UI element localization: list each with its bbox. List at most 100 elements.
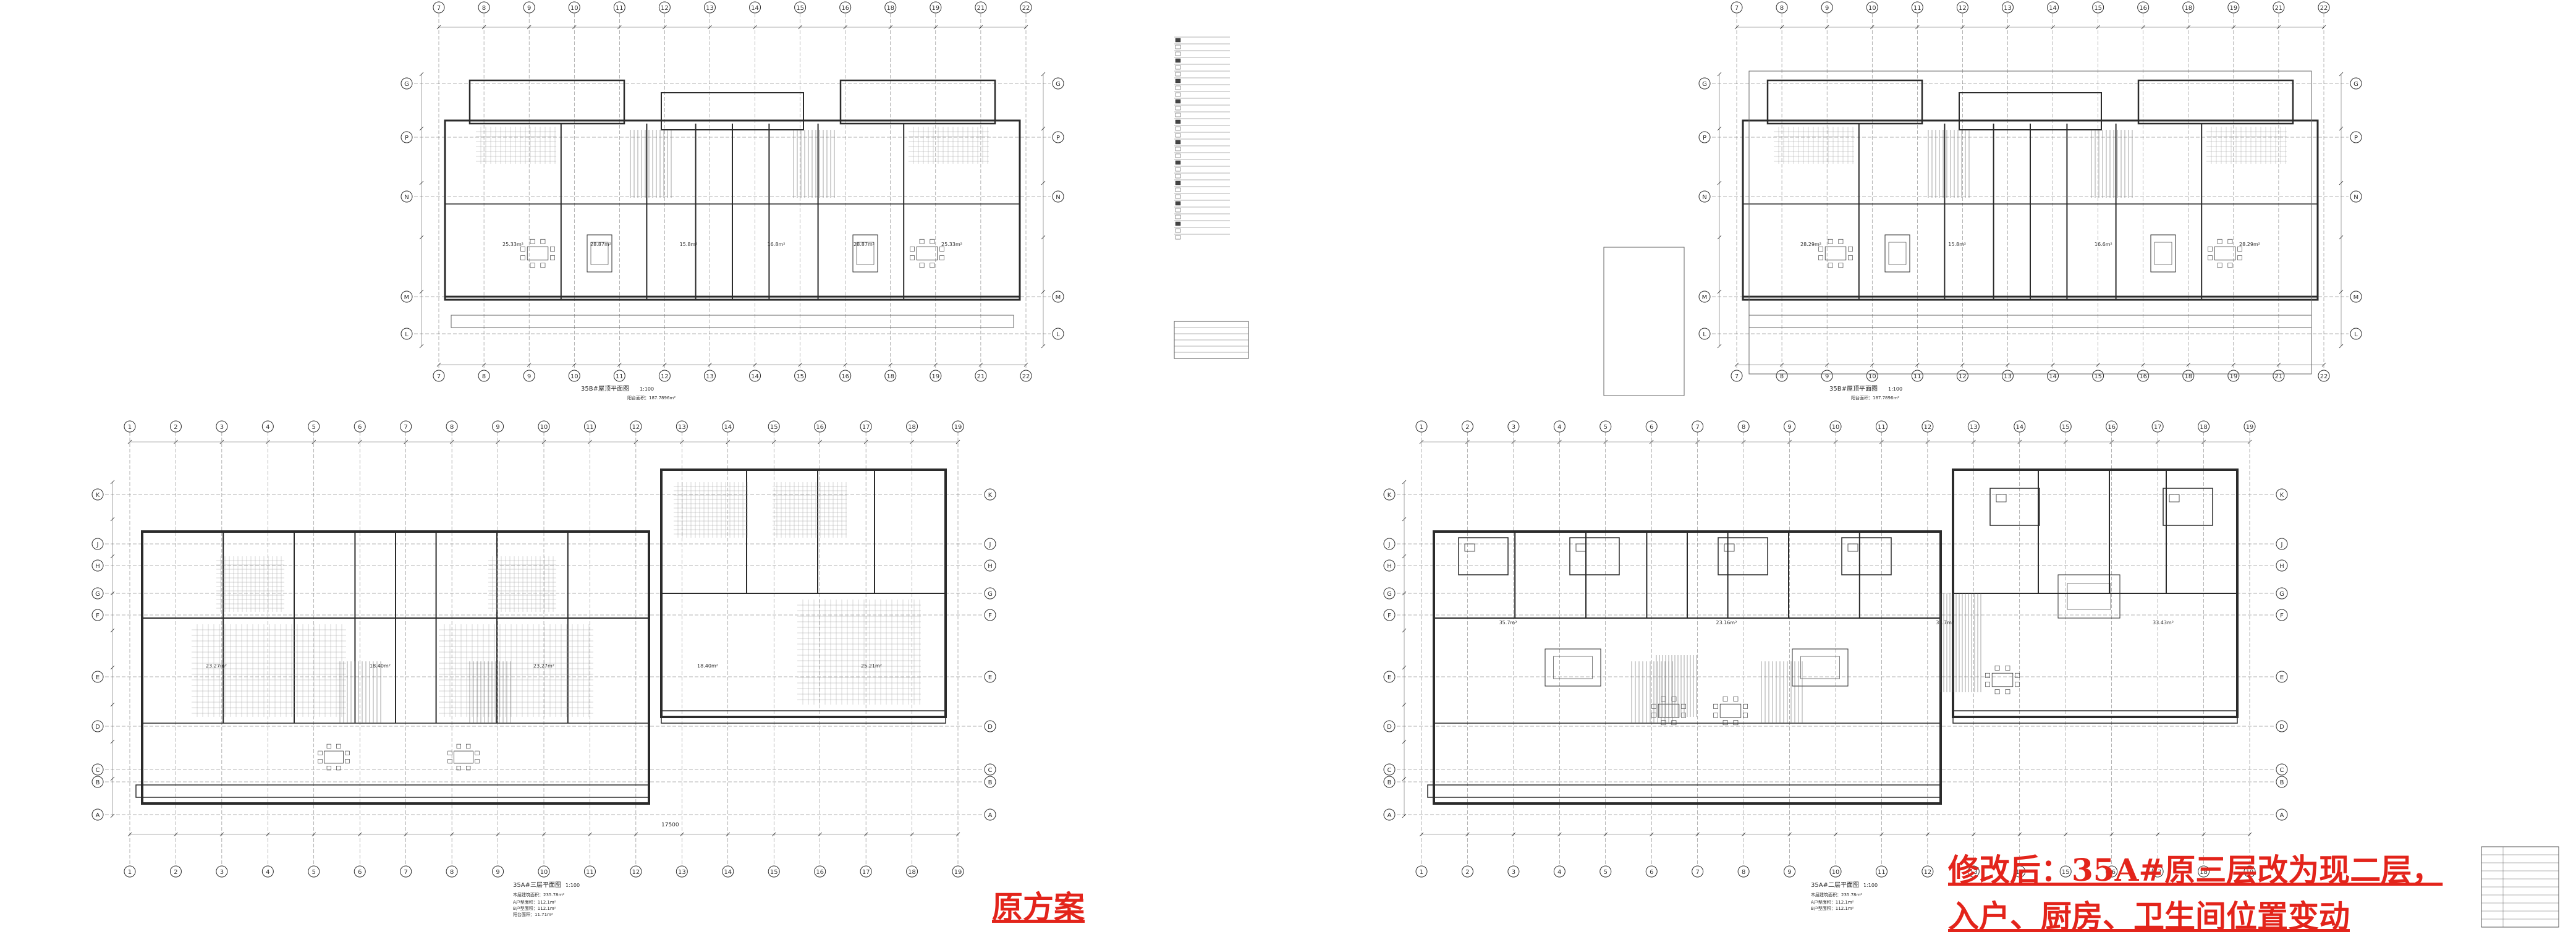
left-floor-grid-bottom-bubble <box>354 865 366 878</box>
right-floor-grid-bottom-bubble <box>1921 865 1934 878</box>
left-roof-grid-bottom-bubble <box>523 370 535 382</box>
chair <box>1671 720 1677 726</box>
right-floor-grid-bottom-label: 17 <box>2154 869 2162 876</box>
right-floor-grid-top-label: 5 <box>1604 424 1608 431</box>
plan-line <box>708 362 712 367</box>
legend-swatch <box>1175 133 1181 138</box>
plan-line <box>2339 126 2344 131</box>
right-floor-grid-bottom-bubble <box>1553 865 1566 878</box>
plan-line <box>1511 439 1516 444</box>
left-roof-room-area: 28.87m² <box>590 242 611 247</box>
left-floor-grid-bottom-label: 18 <box>908 869 916 876</box>
right-roof-room-area: 15.8m² <box>1948 242 1966 247</box>
left-floor-grid-side-label: B <box>96 779 100 786</box>
right-roof-grid-side-bubble <box>1698 77 1711 90</box>
legend-swatch <box>1175 45 1181 49</box>
plan-line <box>680 439 684 444</box>
left-floor-room-area: 18.40m² <box>370 663 391 669</box>
chair <box>530 239 535 244</box>
plan-line <box>449 439 454 444</box>
right-second-floor-area-2: B户型面积：112.1m² <box>1811 905 1854 911</box>
chair <box>2015 682 2020 687</box>
legend-swatch <box>1175 112 1181 117</box>
plan-line <box>2141 25 2145 30</box>
plan-line <box>1511 832 1516 837</box>
right-roof-grid-bottom-label: 8 <box>1780 373 1784 380</box>
plan-line <box>1402 776 1407 781</box>
plan-line <box>818 439 822 444</box>
right-floor-grid-side-label: J <box>2281 541 2283 548</box>
left-floor-grid-side-label: J <box>989 541 991 548</box>
right-floor-grid-side-bubble <box>2276 538 2288 550</box>
left-floor-grid-side-bubble <box>984 808 996 821</box>
right-roof-grid-bottom-bubble <box>2227 370 2240 382</box>
right-roof-grid-bottom-label: 19 <box>2230 373 2238 380</box>
plan-line <box>617 362 622 367</box>
right-floor-room-area: 35.7m² <box>1936 620 1954 625</box>
chair <box>919 263 925 268</box>
left-floor-grid-bottom-label: 19 <box>954 869 962 876</box>
plan-line <box>663 362 667 367</box>
right-roof-room-area: 28.29m² <box>1800 242 1821 247</box>
right-roof-room-area: 16.6m² <box>2095 242 2112 247</box>
right-floor-grid-bottom-label: 13 <box>1970 869 1978 876</box>
plan-line <box>680 832 684 837</box>
plan-line <box>2051 362 2055 367</box>
table <box>324 750 344 764</box>
left-floor-grid-side-label: D <box>988 724 993 731</box>
chair <box>910 246 915 252</box>
plan-line <box>311 832 316 837</box>
right-floor-room-area: 35.7m² <box>1499 620 1517 625</box>
right-roof-grid-bottom-bubble <box>1776 370 1788 382</box>
chair <box>1828 263 1833 268</box>
legend-swatch <box>1175 119 1181 124</box>
left-floor-grid-top-label: 14 <box>724 424 732 431</box>
plan-line <box>1717 344 1722 349</box>
right-roof-grid-bottom-label: 21 <box>2275 373 2283 380</box>
plan-line <box>2063 832 2068 837</box>
left-floor-grid-top-bubble <box>308 420 320 433</box>
plan-line <box>1041 126 1046 131</box>
left-floor-grid-top-label: 3 <box>220 424 224 431</box>
right-floor-grid-bottom-bubble <box>1829 865 1842 878</box>
right-roof-grid-side-bubble <box>2350 131 2362 143</box>
right-floor-grid-side-bubble <box>2276 488 2288 501</box>
left-third-floor-area-1: A户型面积：112.1m² <box>513 899 556 905</box>
right-roof-grid-top-bubble <box>1866 1 1878 14</box>
left-roof-grid-bottom-label: 22 <box>1022 373 1030 380</box>
plan-line <box>419 344 424 349</box>
right-roof-grid-top-bubble <box>2273 1 2285 14</box>
left-roof-grid-side-label: G <box>1056 81 1061 88</box>
plan-line <box>2339 72 2344 77</box>
right-roof-grid-top-bubble <box>2227 1 2240 14</box>
plan-line <box>726 832 731 837</box>
left-floor-grid-top-label: 15 <box>770 424 778 431</box>
plan-line <box>110 480 115 485</box>
right-floor-fixture <box>1996 494 2007 502</box>
right-floor-grid-bottom-label: 14 <box>2015 869 2023 876</box>
plan-line <box>1402 554 1407 559</box>
plan-line <box>1925 832 1930 837</box>
plan-line <box>1402 813 1407 818</box>
sofa <box>2150 234 2176 273</box>
right-roof-grid-bottom-label: 14 <box>2049 373 2057 380</box>
right-floor-grid-bottom-label: 3 <box>1512 869 1515 876</box>
right-floor-grid-top-label: 14 <box>2015 424 2023 431</box>
right-roof-grid-bottom-bubble <box>1731 370 1743 382</box>
plan-line <box>2339 235 2344 240</box>
table <box>454 750 473 764</box>
plan-line <box>955 439 960 444</box>
sofa <box>852 234 878 273</box>
right-floor-grid-top-bubble <box>1737 420 1750 433</box>
plan-line <box>527 25 532 30</box>
right-floor-grid-top-bubble <box>1599 420 1612 433</box>
chair <box>2208 246 2213 252</box>
left-floor-grid-bottom-bubble <box>722 865 734 878</box>
right-roof-grid-bottom-label: 15 <box>2094 373 2102 380</box>
left-floor-grid-side-label: H <box>988 563 993 570</box>
right-roof-grid-bottom-bubble <box>2273 370 2285 382</box>
left-floor-grid-bottom-bubble <box>124 865 136 878</box>
plan-line <box>2231 362 2236 367</box>
right-floor-grid-side-label: H <box>2279 563 2284 570</box>
